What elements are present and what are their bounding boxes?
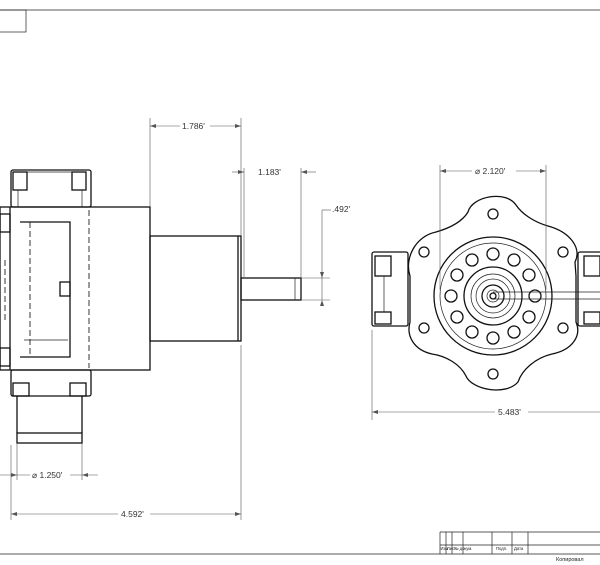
title-block: Изм Лист № докум. Подп. Дата Копировал bbox=[439, 531, 600, 563]
front-view bbox=[371, 195, 600, 391]
side-dimensions: 1.786' 1.183' .492' ⌀ 1.250' 4.592' bbox=[0, 118, 351, 520]
dim-side-width: 1.786' bbox=[182, 121, 205, 131]
bolt-holes bbox=[444, 247, 542, 345]
sheet-frame bbox=[0, 9, 600, 555]
tb-copied: Копировал bbox=[556, 557, 584, 563]
front-dimensions: ⌀ 2.120' 5.483' bbox=[371, 165, 600, 420]
dim-inlet-diameter: ⌀ 1.250' bbox=[32, 470, 63, 480]
tb-col-1: Изм bbox=[441, 546, 449, 551]
side-view bbox=[0, 169, 302, 444]
mounting-holes bbox=[418, 208, 569, 380]
tb-col-2: Лист bbox=[447, 546, 456, 551]
dim-shaft-length: 1.183' bbox=[258, 167, 281, 177]
corner-label-box bbox=[0, 9, 27, 33]
dim-overall-length: 4.592' bbox=[121, 509, 144, 519]
dim-bolt-circle: ⌀ 2.120' bbox=[475, 166, 506, 176]
tb-col-5: Дата bbox=[514, 546, 524, 551]
dim-shaft-diameter: .492' bbox=[332, 204, 351, 214]
dim-overall-width: 5.483' bbox=[498, 407, 521, 417]
tb-col-3: № докум. bbox=[454, 546, 472, 551]
tb-col-4: Подп. bbox=[496, 546, 507, 551]
